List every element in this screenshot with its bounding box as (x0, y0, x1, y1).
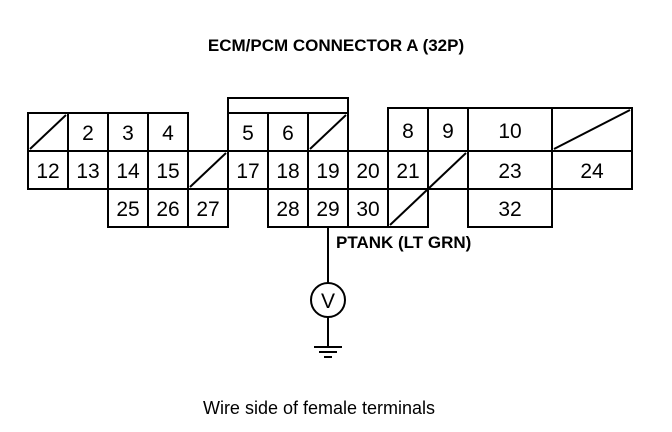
terminal-label: 15 (156, 160, 179, 183)
terminal-label: 6 (282, 122, 294, 145)
terminal-cell-18 (267, 150, 309, 190)
diagram-title: ECM/PCM CONNECTOR A (32P) (208, 36, 464, 55)
terminal-cell-10 (467, 107, 553, 152)
terminal-cell-27 (187, 188, 229, 228)
voltmeter-symbol: V (321, 290, 335, 313)
terminal-cell-21 (387, 150, 429, 190)
empty-terminal-slash (309, 114, 347, 150)
terminal-label: 25 (116, 198, 139, 221)
empty-terminal-slash (553, 109, 631, 150)
empty-terminal-slash (189, 152, 227, 188)
diagram-caption: Wire side of female terminals (203, 398, 435, 418)
ground-icon (314, 346, 342, 358)
terminal-cell-6 (267, 112, 309, 152)
terminal-cell-24 (551, 150, 633, 190)
terminal-label: 13 (76, 160, 99, 183)
terminal-label: 30 (356, 198, 379, 221)
terminal-label: 5 (242, 122, 254, 145)
wire-label: PTANK (LT GRN) (336, 233, 471, 252)
terminal-cell-19 (307, 150, 349, 190)
connector-a: 2 3 4 5 6 8 9 10 12 13 14 15 17 18 19 20… (27, 97, 633, 228)
terminal-label: 23 (498, 160, 521, 183)
empty-terminal-slash (389, 152, 467, 226)
terminal-label: 9 (442, 120, 454, 143)
connector-lock-tab (227, 97, 349, 114)
terminal-label: 12 (36, 160, 59, 183)
terminal-cell-17 (227, 150, 269, 190)
terminal-cell-29 (307, 188, 349, 228)
terminal-label: 29 (316, 198, 339, 221)
terminal-cell-26 (147, 188, 189, 228)
terminal-label: 32 (498, 198, 521, 221)
empty-terminal-slash (29, 114, 67, 150)
terminal-label: 2 (82, 122, 94, 145)
terminal-cell-8 (387, 107, 429, 152)
terminal-label: 27 (196, 198, 219, 221)
terminal-label: 26 (156, 198, 179, 221)
terminal-cell-30 (347, 188, 389, 228)
terminal-label: 3 (122, 122, 134, 145)
terminal-label: 18 (276, 160, 299, 183)
voltmeter-circuit: PTANK (LT GRN) V (310, 227, 471, 358)
terminal-label: 4 (162, 122, 174, 145)
terminal-label: 19 (316, 160, 339, 183)
terminal-label: 17 (236, 160, 259, 183)
terminal-label: 20 (356, 160, 379, 183)
terminal-label: 14 (116, 160, 140, 183)
terminal-label: 10 (498, 120, 521, 143)
terminal-label: 21 (396, 160, 419, 183)
terminal-label: 28 (276, 198, 299, 221)
terminal-label: 24 (580, 160, 604, 183)
terminal-label: 8 (402, 120, 414, 143)
terminal-cell-32 (467, 188, 553, 228)
terminal-cell-20 (347, 150, 389, 190)
